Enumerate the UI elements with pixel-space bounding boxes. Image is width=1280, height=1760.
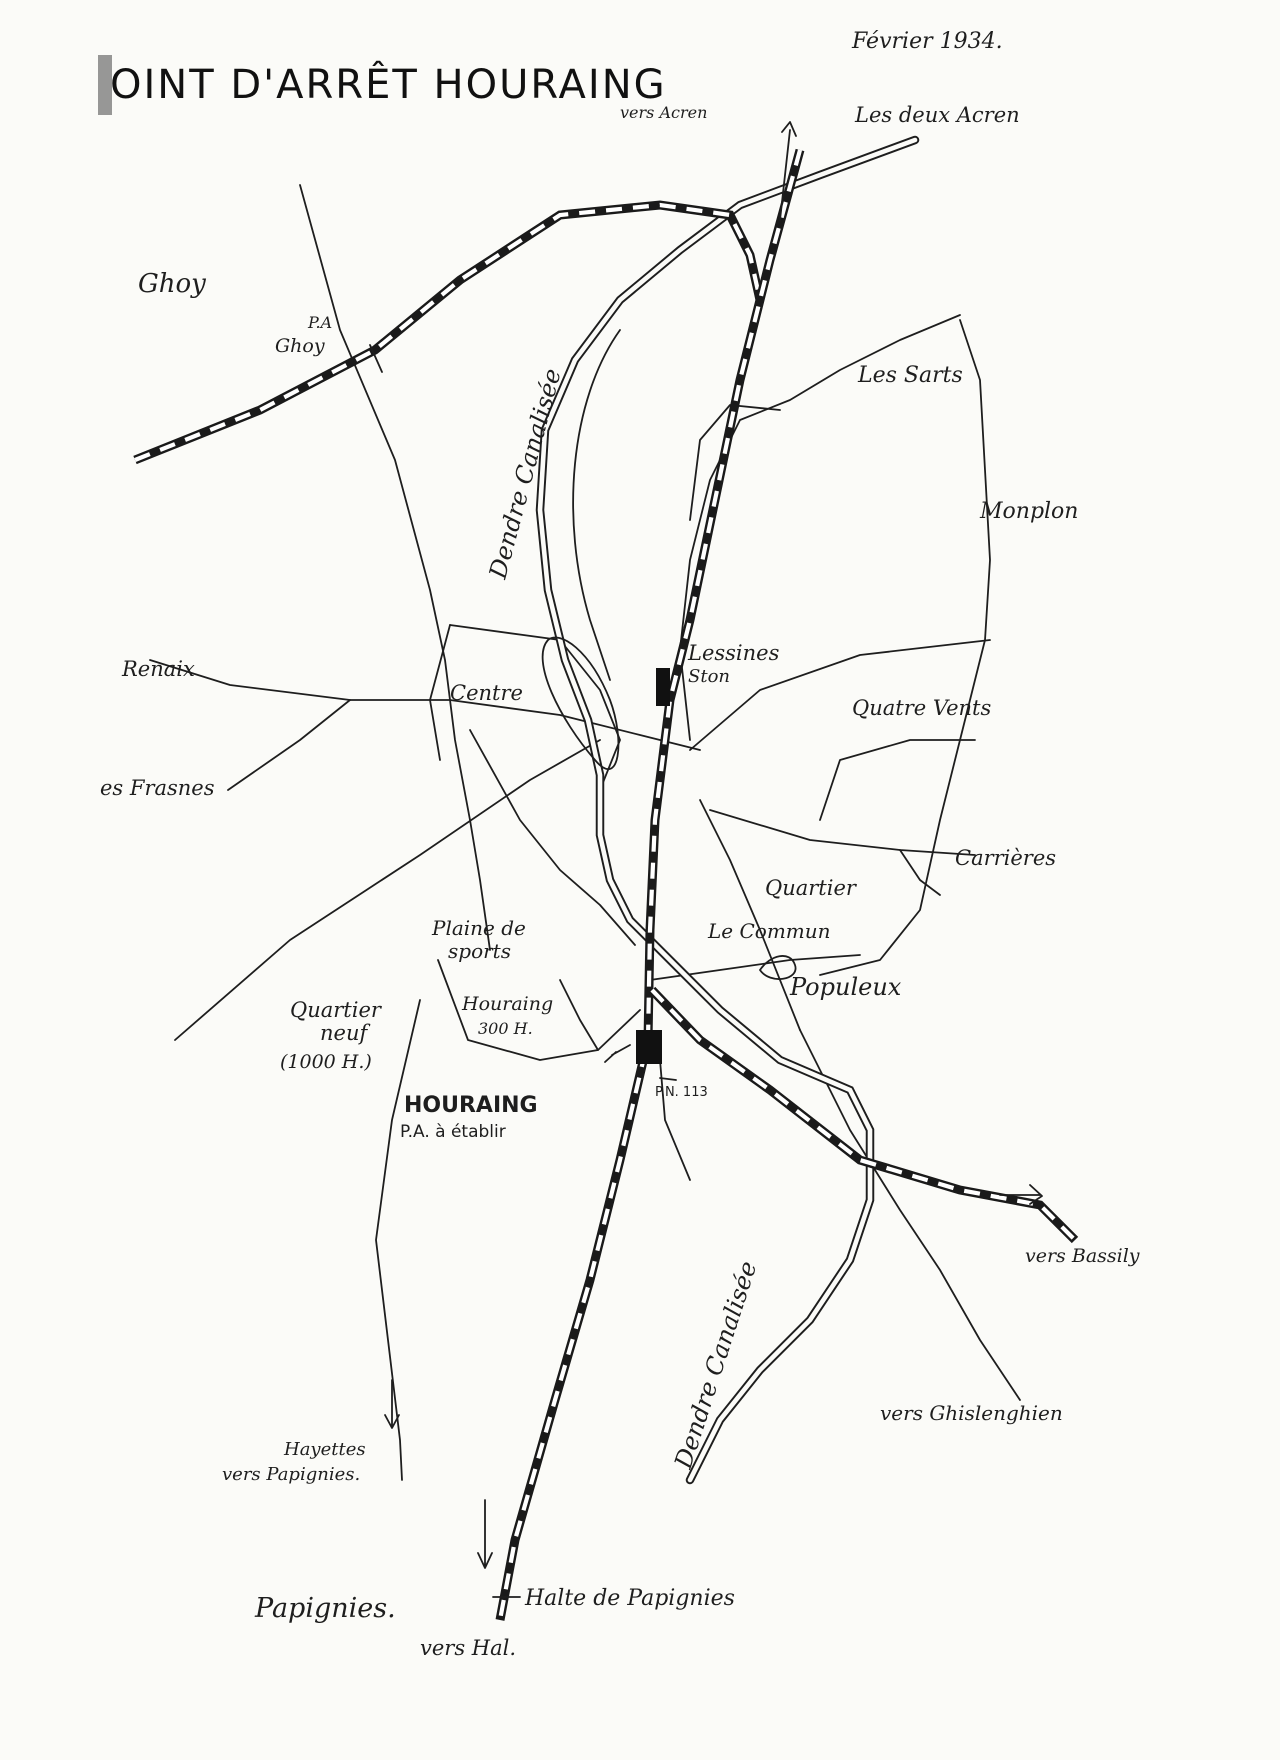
arrow-bassily-icon bbox=[999, 1184, 1043, 1205]
label-houraing-small-2: 300 H. bbox=[478, 1019, 533, 1038]
direction-arrows bbox=[384, 121, 1043, 1569]
label-frasnes: es Frasnes bbox=[100, 776, 215, 800]
title-block: OINT D'ARRÊT HOURAING Février 1934. bbox=[98, 29, 1003, 115]
label-plaine-1: Plaine de bbox=[431, 916, 526, 940]
stations bbox=[369, 344, 677, 1598]
label-quatre-vents: Quatre Vents bbox=[852, 696, 991, 720]
pa-ghoy-crossing bbox=[369, 344, 383, 373]
label-dendre-canalisee-bottom: Dendre Canalisée bbox=[669, 1258, 763, 1473]
map-title: OINT D'ARRÊT HOURAING bbox=[110, 60, 667, 108]
road-ghoy-houraing bbox=[299, 184, 491, 951]
lessines-station-marker bbox=[656, 668, 670, 706]
arrow-hal-icon bbox=[477, 1499, 493, 1569]
road-inner-loop bbox=[689, 404, 781, 521]
river-west-branch bbox=[572, 329, 621, 681]
label-vers-ghislenghien: vers Ghislenghien bbox=[880, 1401, 1063, 1425]
label-pn113: P.N. 113 bbox=[655, 1085, 708, 1100]
rail-ghoy-line bbox=[133, 200, 765, 465]
label-pa-etablir: P.A. à établir bbox=[400, 1122, 506, 1142]
label-papignies: Papignies. bbox=[254, 1593, 396, 1624]
label-pa-ghoy-2: Ghoy bbox=[275, 335, 325, 357]
road-sarts-loop bbox=[679, 314, 961, 741]
road-houraing-hayettes bbox=[375, 999, 421, 1481]
label-hayettes-1: Hayettes bbox=[283, 1439, 366, 1460]
road-centre-west bbox=[429, 624, 451, 761]
river-old-loop bbox=[541, 636, 620, 770]
label-monplon: Monplon bbox=[979, 499, 1078, 524]
label-plaine-2: sports bbox=[448, 939, 511, 963]
houraing-station-marker bbox=[636, 1030, 662, 1064]
label-carrieres: Carrières bbox=[955, 846, 1056, 870]
label-vers-bassily: vers Bassily bbox=[1025, 1245, 1140, 1267]
label-le-commun: Le Commun bbox=[707, 919, 831, 943]
road-lessines-east bbox=[689, 639, 991, 751]
label-houraing-small-1: Houraing bbox=[461, 993, 553, 1015]
label-dendre-canalisee-top: Dendre Canalisée bbox=[483, 366, 566, 583]
label-renaix: Renaix bbox=[121, 657, 195, 681]
road-centre-loop bbox=[449, 624, 621, 791]
label-quartier-neuf-2: neuf bbox=[320, 1021, 370, 1045]
roads bbox=[149, 184, 1021, 1481]
houraing-pointer bbox=[604, 1044, 631, 1063]
label-vers-acren: vers Acren bbox=[620, 103, 707, 122]
label-lessines: Lessines bbox=[687, 641, 780, 665]
road-centre-south bbox=[469, 729, 636, 946]
road-quartier-neuf-block bbox=[437, 959, 641, 1061]
road-populeux-loop bbox=[759, 955, 797, 980]
road-carrieres bbox=[709, 809, 976, 856]
label-halte-papignies: Halte de Papignies bbox=[524, 1586, 735, 1611]
road-east-loop bbox=[819, 319, 991, 976]
label-vers-hal: vers Hal. bbox=[420, 1636, 516, 1660]
road-quartier-commun bbox=[699, 799, 801, 1031]
pn113-crossing bbox=[659, 1077, 677, 1081]
label-quartier-neuf-1: Quartier bbox=[290, 998, 383, 1022]
label-les-deux-acren: Les deux Acren bbox=[854, 103, 1020, 127]
road-diagonal-sw bbox=[174, 739, 601, 1041]
railways bbox=[133, 148, 1079, 1621]
place-labels: vers Acren Les deux Acren Ghoy P.A Ghoy … bbox=[100, 103, 1140, 1660]
arrow-up-icon bbox=[779, 121, 797, 221]
label-quartier: Quartier bbox=[765, 876, 858, 900]
map-date: Février 1934. bbox=[851, 29, 1003, 54]
road-houraing-village bbox=[559, 979, 599, 1051]
road-frasnes bbox=[227, 699, 351, 791]
road-quatre-vents-ring bbox=[819, 739, 976, 821]
road-pn-south bbox=[659, 1059, 691, 1181]
road-ghislenghien bbox=[799, 1029, 1021, 1401]
label-quartier-neuf-3: (1000 H.) bbox=[280, 1051, 372, 1073]
label-les-sarts: Les Sarts bbox=[857, 363, 963, 388]
arrow-hayettes-icon bbox=[384, 1379, 400, 1429]
label-lessines-ston: Ston bbox=[688, 666, 730, 687]
road-carrieres-2 bbox=[899, 849, 941, 896]
canal-dendre bbox=[535, 135, 920, 1485]
label-ghoy: Ghoy bbox=[138, 269, 206, 299]
road-renaix bbox=[149, 659, 701, 751]
label-pa-ghoy-1: P.A bbox=[307, 313, 332, 332]
label-houraing-main: HOURAING bbox=[404, 1093, 538, 1118]
title-scan-edge bbox=[98, 55, 112, 115]
label-centre: Centre bbox=[450, 681, 523, 705]
label-populeux: Populeux bbox=[789, 973, 902, 1001]
label-hayettes-2: vers Papignies. bbox=[222, 1464, 360, 1485]
